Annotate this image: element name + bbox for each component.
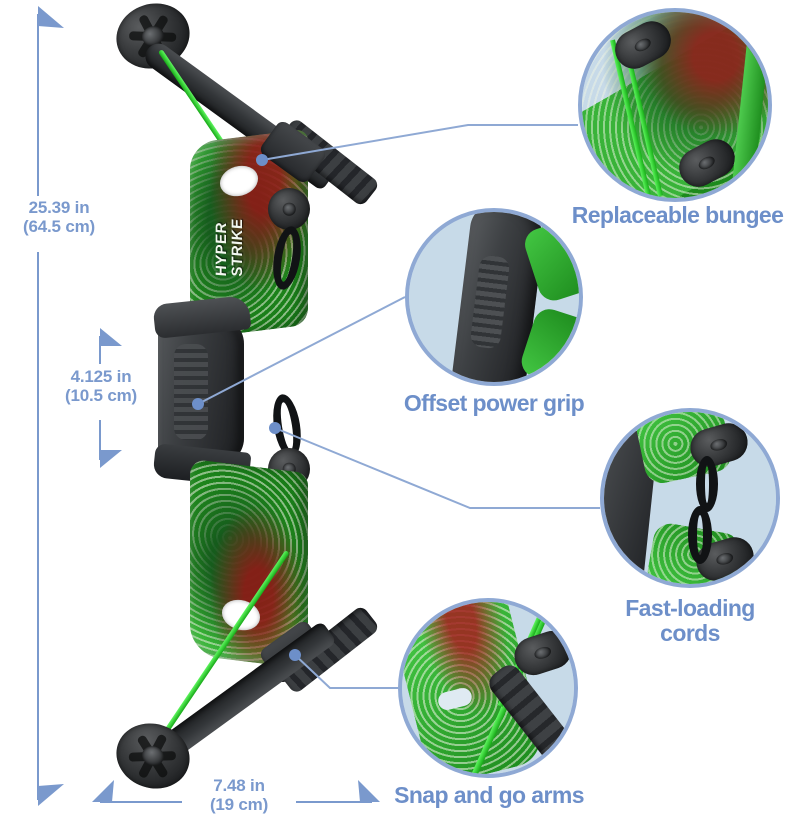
dimension-label-height: 25.39 in (64.5 cm) [23,198,95,237]
brand-logo: HYPER STRIKE [213,198,254,298]
dimension-arrow-height-bottom [38,784,64,806]
callout-label-replaceable-bungee: Replaceable bungee [571,202,784,228]
brand-logo-line1: HYPER [213,221,230,278]
callout-bubble-offset-power-grip [405,208,583,386]
dimension-label-width: 7.48 in (19 cm) [209,776,269,815]
bubble-cords-loop-bottom [688,506,712,564]
power-grip-ribs [174,344,208,440]
dimension-label-grip-height: 4.125 in (10.5 cm) [65,367,137,406]
callout-bubble-replaceable-bungee [578,8,772,202]
product-image: HYPER STRIKE [78,0,398,816]
callout-bubble-snap-and-go-arms [398,598,578,778]
brand-logo-line2: STRIKE [229,217,246,278]
bubble-cords-loop-top [696,456,718,512]
callout-label-fast-loading-cords: Fast-loading cords [625,595,755,646]
callout-label-snap-and-go-arms: Snap and go arms [394,782,584,808]
callout-bubble-fast-loading-cords [600,408,780,588]
upper-cord-post [268,188,310,230]
dimension-arrow-height-top [38,6,64,28]
callout-label-offset-power-grip: Offset power grip [403,390,585,416]
